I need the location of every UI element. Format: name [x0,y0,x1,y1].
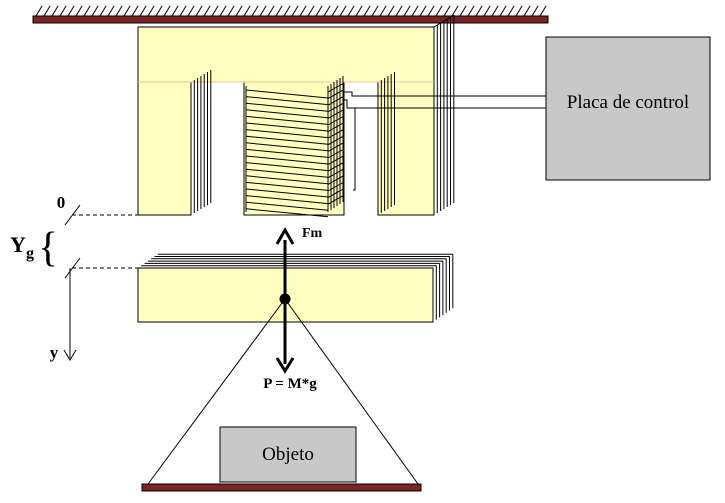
y-axis-label: y [50,343,59,362]
weight-label: P = M*g [263,376,317,392]
object-box: Objeto [219,426,357,483]
y-axis [63,204,81,361]
control-wires [344,91,546,191]
coil-winding [245,76,345,218]
ceiling-support [32,5,549,24]
control-board: Placa de control [545,36,711,181]
armature-bar [137,253,454,323]
suspension-lines [147,298,419,485]
base-platform [141,483,422,492]
electromagnet-core [137,14,455,216]
object-label: Objeto [262,444,314,465]
gap-brace: { [38,225,58,271]
gap-label: Y g { [10,225,58,271]
fm-label: Fm [302,226,323,241]
force-arrows [275,226,295,374]
origin-label: 0 [57,193,66,212]
control-board-label: Placa de control [567,92,689,113]
reference-lines [72,214,138,269]
svg-text:Y: Y [10,232,26,257]
svg-text:g: g [26,245,34,262]
